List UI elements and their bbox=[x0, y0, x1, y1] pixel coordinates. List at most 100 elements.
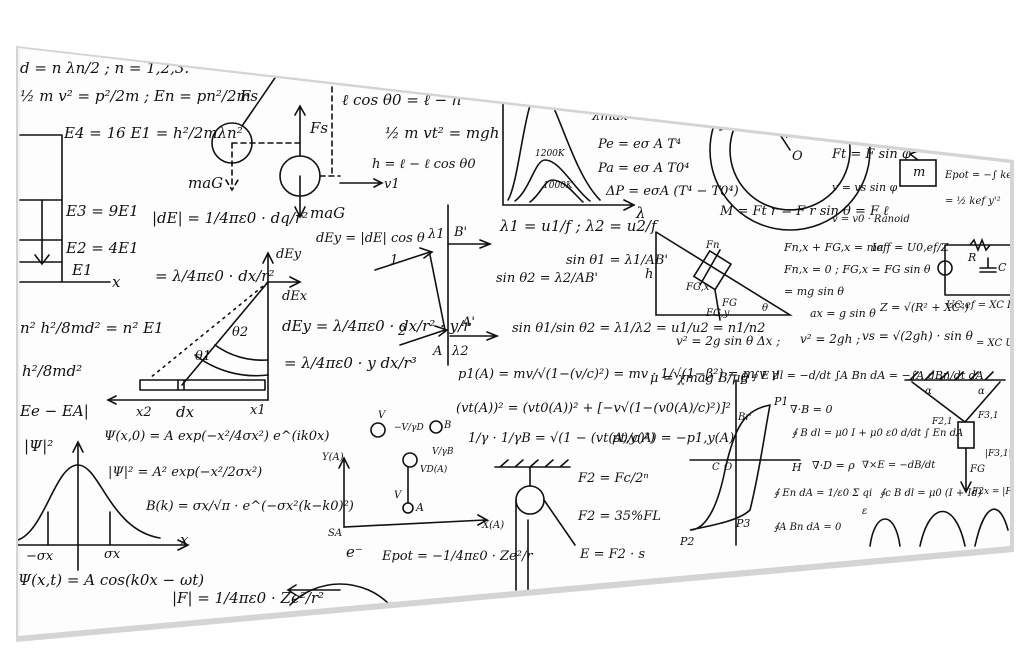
label-neg-sigma: −σx bbox=[26, 549, 54, 564]
formula-newton-incline: Fn,x + FG,x = ma bbox=[784, 241, 884, 254]
pulley-wheel bbox=[515, 485, 545, 515]
formula-dey: dEy = λ/4πε0 · dx/r² · y/r bbox=[282, 317, 471, 335]
formula-epot-spring: Epot = −∫ kef y' dy' bbox=[945, 170, 1016, 181]
label-f31-mag: |F3,1| = bbox=[985, 449, 1020, 459]
label-theta1: θ1 bbox=[195, 349, 212, 364]
formula-e3: E3 = 9E1 bbox=[66, 202, 139, 220]
label-fn: Fn bbox=[706, 240, 720, 251]
label-r-circuit: R bbox=[968, 251, 977, 264]
gaussian-axes bbox=[18, 440, 190, 571]
formula-v2-2gh: v² = 2gh ; bbox=[800, 332, 861, 346]
gaussian-curve bbox=[18, 464, 161, 541]
label-v-gamma-d: −V/γD bbox=[394, 423, 424, 433]
label-hyst-b: B bbox=[740, 374, 749, 387]
label-p2: P2 bbox=[680, 535, 695, 548]
formula-v-sin: v = vs sin φ bbox=[832, 181, 898, 194]
formula-dey-final: = λ/4πε0 · y dx/r³ bbox=[284, 354, 417, 372]
formula-en: n² h²/8md² = n² E1 bbox=[20, 319, 164, 337]
label-lambda1: λ1 bbox=[428, 227, 445, 242]
formula-coulomb-force: |F| = 1/4πε0 · Ze²/r² bbox=[172, 589, 325, 607]
label-br: Br bbox=[738, 412, 751, 423]
label-f21: F2,1 bbox=[932, 417, 953, 427]
formula-ax: ax = g sin θ bbox=[810, 307, 876, 320]
formula-moment: M = Ft r = F r sin θ = F ℓ bbox=[720, 204, 889, 219]
formula-uc: UC,ef = XC Ieff = XC U/Z bbox=[946, 300, 1010, 311]
formula-f2-ratio: F2 = Fc/2ⁿ bbox=[578, 471, 649, 486]
formula-sin-theta2: sin θ2 = λ2/AB' bbox=[496, 271, 598, 286]
label-x2: x2 bbox=[136, 405, 152, 420]
label-v-gamma-b: V/γB bbox=[432, 447, 454, 457]
label-l: ℓ bbox=[258, 57, 265, 75]
formula-ampere-maxwell: ∮ B dl = μ0 I + μ0 ε0 d/dt ∫ En dA bbox=[792, 428, 964, 439]
formula-psi-x0: Ψ(x,0) = A exp(−x²/4σx²) e^(ik0x) bbox=[104, 429, 330, 444]
formula-curl-e: ∇×E = −dB/dt bbox=[862, 460, 936, 471]
formula-e4: E4 = 16 E1 = h²/2mλn² bbox=[64, 124, 243, 142]
formula-total-energy: = ½ m v4² + mg y4 bbox=[408, 65, 537, 80]
label-b-prime: B' bbox=[454, 225, 468, 240]
spacetime-axes bbox=[338, 456, 489, 528]
label-hyst-h: H bbox=[792, 461, 802, 474]
label-v-bottom: V bbox=[394, 490, 402, 501]
formula-velocity: (vt(A))² = (vt0(A))² + [−v√(1−(v0(A)/c)²… bbox=[456, 401, 731, 416]
formula-box-length: d = n λn/2 ; n = 1,2,3. bbox=[20, 59, 190, 77]
blackbody-axis-x: λ bbox=[636, 204, 646, 222]
formula-gauss-b: ∮A Bn dA = 0 bbox=[774, 522, 842, 533]
label-theta2: θ2 bbox=[232, 325, 249, 340]
label-a-prime: A' bbox=[462, 315, 475, 330]
label-psi-squared: |Ψ|² bbox=[24, 437, 54, 455]
formula-harmonic: y' = A cos(ωt + φ) bbox=[840, 113, 942, 126]
formula-faraday: ∮ E dl = −d/dt ∫A Bn dA = −∫A dBn/dt dA bbox=[752, 369, 984, 382]
formula-h2-8md2: h²/8md² bbox=[22, 362, 83, 380]
formula-half-k: = ½ kef y'² bbox=[945, 196, 1001, 207]
curve-1200K bbox=[514, 159, 591, 202]
label-dex: dEx bbox=[282, 289, 308, 304]
formula-ft: Ft = F sin φ bbox=[832, 147, 911, 162]
label-a: A bbox=[433, 344, 443, 359]
label-fg: FG bbox=[722, 298, 737, 309]
formula-snell: sin θ1/sin θ2 = λ1/λ2 = u1/u2 = n1/n2 bbox=[512, 321, 766, 336]
label-c-circuit: C bbox=[998, 261, 1007, 274]
formula-ee-ea: Ee − EA| bbox=[20, 402, 89, 420]
label-epsilon: ε bbox=[862, 506, 868, 517]
label-sigma: σx bbox=[104, 547, 121, 562]
formula-div-b: ∇·B = 0 bbox=[790, 403, 833, 416]
label-dx: dx bbox=[176, 403, 195, 421]
formula-h: h = ℓ − ℓ cos θ0 bbox=[372, 157, 476, 172]
formula-bk: B(k) = σx/√π · e^(−σx²(k−k0)²) bbox=[146, 499, 354, 514]
formula-p-ty: pt,y(A) = −p1,y(A) bbox=[612, 431, 735, 446]
label-ray-1: 1 bbox=[390, 253, 399, 268]
label-theta-incline: θ bbox=[762, 303, 769, 314]
label-x-a: X(A) bbox=[482, 520, 505, 531]
label-fs-2: Fs bbox=[310, 119, 329, 137]
formula-ampere: ∮c B dl = μ0 (I + Id) bbox=[880, 488, 982, 499]
formula-v-ranoid: v = v0 · Ranoid bbox=[832, 214, 910, 225]
formula-vs: vs = √(2gh) · sin θ bbox=[862, 329, 973, 343]
label-p3: P3 bbox=[736, 517, 751, 530]
pulley-ceiling bbox=[494, 459, 571, 468]
formula-mu: μ = χmag B/μ0 bbox=[650, 371, 749, 386]
rc-circuit bbox=[944, 237, 1010, 296]
formula-div-d: ∇·D = ρ bbox=[812, 459, 855, 472]
formula-epot-coulomb: Epot = −1/4πε0 · Ze²/r bbox=[382, 549, 533, 564]
formula-pe: Pe = eσ A T⁴ bbox=[598, 137, 682, 152]
label-1200k: 1200K bbox=[535, 149, 565, 159]
label-y-a: Y(A) bbox=[322, 452, 344, 463]
label-lambda2: λ2 bbox=[452, 344, 469, 359]
label-1450k: 1450K bbox=[540, 81, 577, 94]
label-m: m bbox=[913, 165, 926, 180]
energy-level-lines bbox=[19, 134, 111, 283]
formula-delta-p: ΔP = eσA (T⁴ − T0⁴) bbox=[606, 184, 739, 199]
label-v1: v1 bbox=[384, 177, 400, 192]
formula-newton: −kef y' = m d²y'/dt² bbox=[945, 136, 1019, 147]
label-o-hyst: O bbox=[724, 462, 733, 473]
formula-gamma: 1/γ · 1/γB = √(1 − (vt(A)/c)²) bbox=[468, 431, 655, 446]
formula-mg-sin: = mg sin θ bbox=[784, 285, 845, 298]
label-1000k: 1000K bbox=[543, 181, 573, 191]
label-alpha-2: α bbox=[978, 386, 985, 397]
formula-f2-percent: F2 = 35%FL bbox=[578, 509, 661, 524]
label-mag-1: maG bbox=[188, 174, 224, 192]
charged-rod bbox=[139, 379, 266, 391]
formula-ieff: Ieff = U0,ef/Z bbox=[872, 241, 949, 254]
formula-plane-wave: Ψ(x,t) = A cos(k0x − ωt) bbox=[18, 571, 205, 589]
formula-z: Z = √(R² + XC²) bbox=[880, 301, 969, 314]
